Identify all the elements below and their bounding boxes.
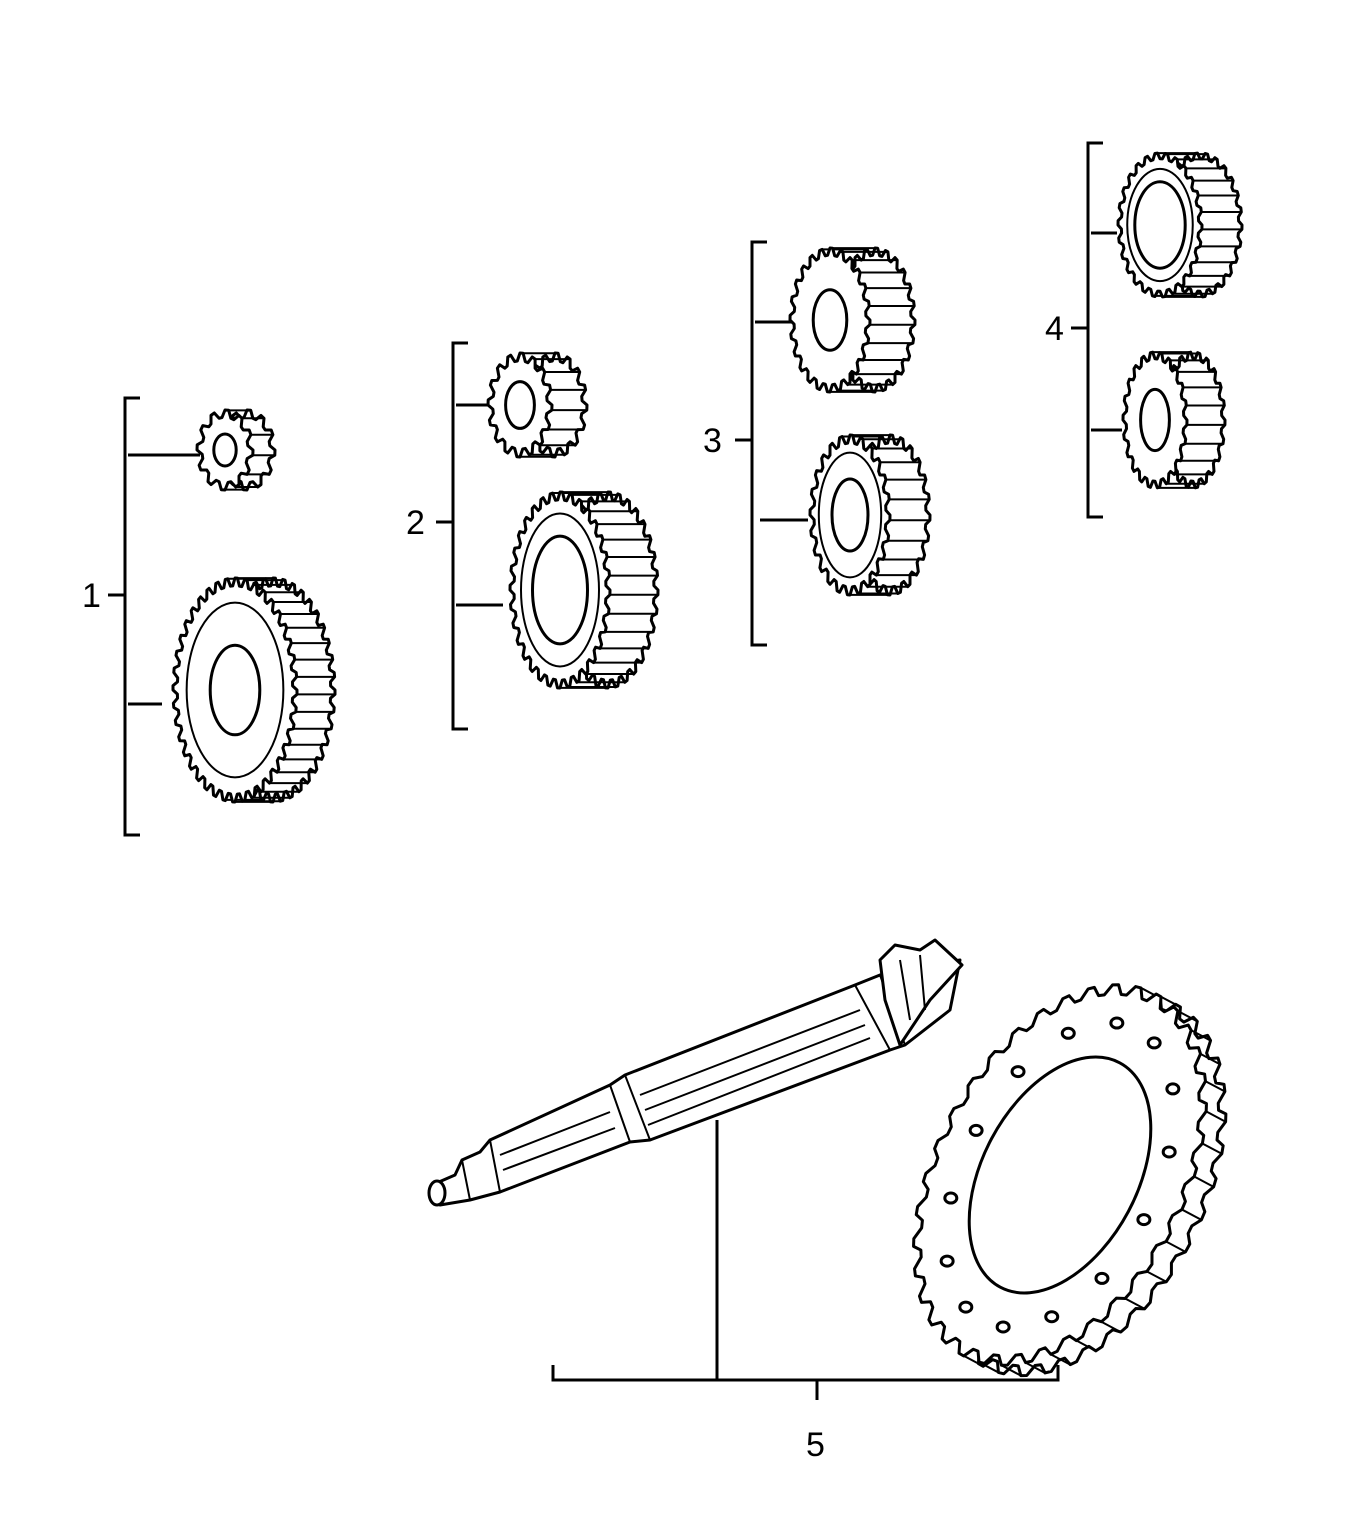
callout-label-1: 1 xyxy=(82,577,101,615)
bolt-hole-icon xyxy=(968,1123,984,1137)
callout-label-2: 2 xyxy=(406,504,425,542)
gear-3a-icon xyxy=(788,246,917,394)
gears xyxy=(171,151,1244,1378)
bolt-hole-icon xyxy=(943,1191,959,1205)
bracket-4 xyxy=(1071,141,1122,519)
bolt-hole-icon xyxy=(1094,1271,1110,1285)
bracket-5 xyxy=(551,1120,1060,1400)
gear-2b-icon xyxy=(508,490,660,690)
pinion-shaft xyxy=(427,938,964,1207)
gear-4a-icon xyxy=(1116,151,1244,299)
gear-1a-icon xyxy=(195,408,277,492)
callout-label-3: 3 xyxy=(703,422,722,460)
gear-3b-icon xyxy=(808,433,932,597)
bolt-hole-icon xyxy=(1109,1016,1125,1030)
callout-group-5: 5 xyxy=(551,1120,1060,1464)
bolt-hole-icon xyxy=(1044,1310,1060,1324)
callout-group-4: 4 xyxy=(1045,141,1122,519)
bolt-hole-icon xyxy=(939,1254,955,1268)
gear-1b-icon xyxy=(171,576,337,804)
bolt-hole-icon xyxy=(1161,1145,1177,1159)
bolt-hole-icon xyxy=(995,1320,1011,1334)
callout-label-4: 4 xyxy=(1045,310,1064,348)
bracket-3 xyxy=(735,240,808,647)
ring-gear-icon xyxy=(912,983,1228,1378)
callout-group-1: 1 xyxy=(82,396,200,837)
bolt-hole-icon xyxy=(1146,1036,1162,1050)
bolt-hole-icon xyxy=(1136,1213,1152,1227)
bolt-hole-icon xyxy=(1010,1065,1026,1079)
callout-label-5: 5 xyxy=(806,1426,825,1464)
gear-2a-icon xyxy=(486,351,589,459)
gear-4b-icon xyxy=(1121,350,1227,490)
callout-group-2: 2 xyxy=(406,341,503,731)
bolt-hole-icon xyxy=(958,1300,974,1314)
bracket-1 xyxy=(108,396,200,837)
bolt-hole-icon xyxy=(1165,1082,1181,1096)
bolt-hole-icon xyxy=(1060,1026,1076,1040)
bracket-2 xyxy=(436,341,503,731)
callout-group-3: 3 xyxy=(703,240,808,647)
